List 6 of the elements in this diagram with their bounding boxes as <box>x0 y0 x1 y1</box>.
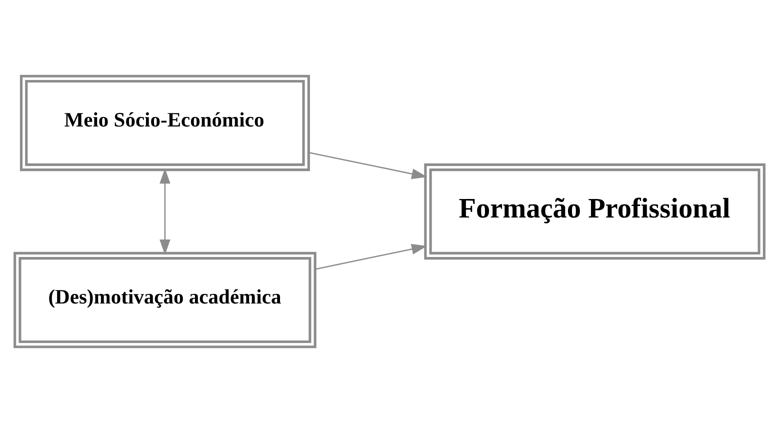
node-box: Formação Profissional <box>424 163 765 260</box>
arrow <box>308 152 427 180</box>
arrow <box>159 168 170 255</box>
node-box: (Des)motivação académica <box>13 252 316 348</box>
node-box: Meio Sócio-Económico <box>19 74 310 172</box>
arrow <box>315 244 427 270</box>
